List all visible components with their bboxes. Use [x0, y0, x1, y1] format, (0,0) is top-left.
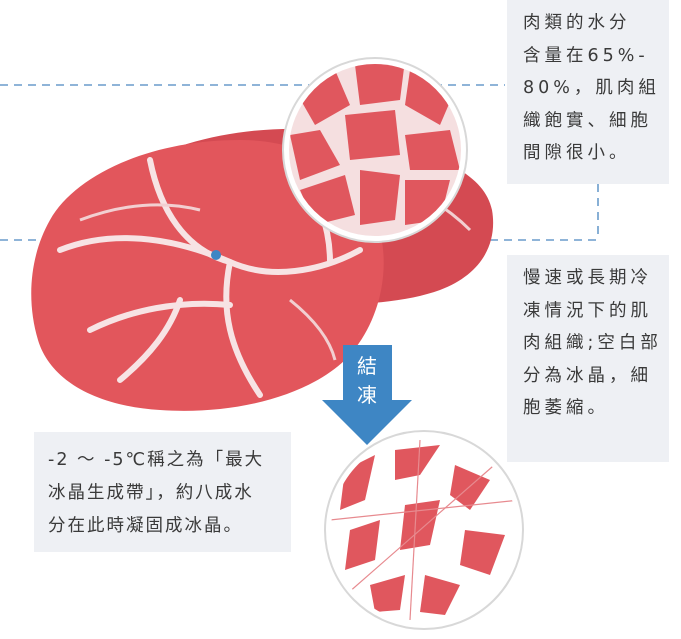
zoom-point-marker: [211, 250, 221, 260]
note-line: -2 ～ -5℃稱之為「最大: [48, 444, 281, 477]
note-line: 80%，肌肉組: [523, 72, 655, 105]
frozen-tissue-circle: [325, 430, 525, 630]
note-line: 肉類的水分: [523, 7, 655, 40]
arrow-label-1: 結: [357, 354, 377, 378]
note-line: 慢速或長期冷: [523, 262, 655, 295]
note-line: 間隙很小。: [523, 137, 655, 170]
ice-crystal-zone-note: -2 ～ -5℃稱之為「最大 冰晶生成帶」，約八成水 分在此時凝固成冰晶。: [34, 432, 291, 552]
note-line: 含量在65%-: [523, 40, 655, 73]
note-line: 織飽實、細胞: [523, 105, 655, 138]
note-line: 凍情況下的肌: [523, 295, 655, 328]
arrow-label-2: 凍: [357, 383, 377, 407]
frozen-tissue-note: 慢速或長期冷 凍情況下的肌 肉組織;空白部 分為冰晶，細 胞萎縮。: [507, 255, 669, 462]
fresh-tissue-note: 肉類的水分 含量在65%- 80%，肌肉組 織飽實、細胞 間隙很小。: [507, 0, 669, 184]
note-line: 胞萎縮。: [523, 392, 655, 425]
note-line: 分為冰晶，細: [523, 360, 655, 393]
note-line: 冰晶生成帶」，約八成水: [48, 477, 281, 510]
note-line: 分在此時凝固成冰晶。: [48, 510, 281, 543]
note-line: 肉組織;空白部: [523, 327, 655, 360]
